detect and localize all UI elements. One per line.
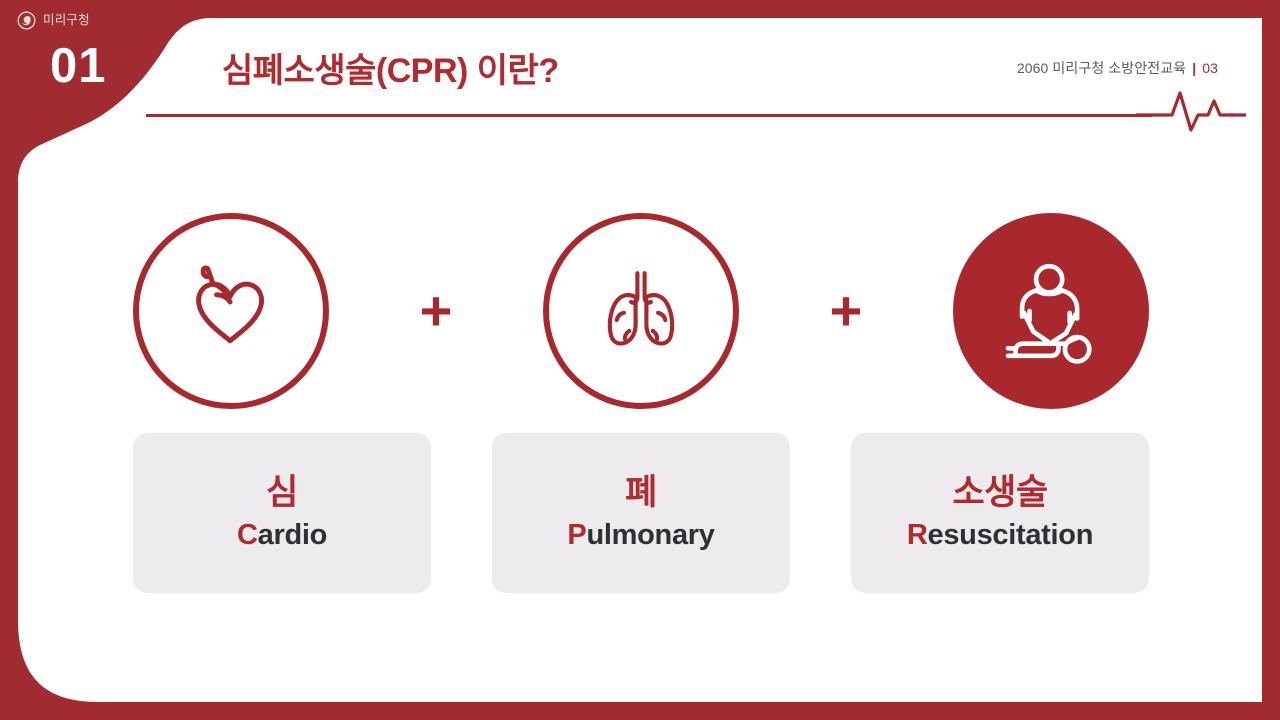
- card-english-rest: ulmonary: [586, 519, 715, 552]
- heart-icon-circle: [133, 213, 329, 409]
- card-korean-label: 폐: [625, 473, 657, 513]
- heart-outline-icon: [196, 265, 265, 344]
- header-separator: |: [1192, 60, 1197, 76]
- concept-card-resuscitation: 소생술 Resuscitation: [851, 433, 1149, 593]
- card-english-label: Cardio: [237, 520, 327, 550]
- lungs-icon-circle: [543, 213, 739, 409]
- concept-card-cardio: 심 Cardio: [133, 433, 431, 593]
- brand-logo: 미리구청: [17, 11, 90, 30]
- card-english-rest: esuscitation: [927, 519, 1094, 552]
- card-english-label: Pulmonary: [567, 520, 714, 550]
- card-english-initial: P: [567, 519, 587, 552]
- header-meta: 2060 미리구청 소방안전교육 | 03: [1017, 58, 1218, 78]
- swirl-circle-logo-icon: [17, 11, 36, 30]
- concept-card-row: 심 Cardio 폐 Pulmonary 소생술 Resuscitation: [133, 433, 1149, 593]
- concept-card-pulmonary: 폐 Pulmonary: [492, 433, 790, 593]
- brand-name: 미리구청: [43, 13, 90, 28]
- card-english-label: Resuscitation: [906, 519, 1094, 552]
- card-korean-label: 심: [266, 473, 298, 513]
- title-divider: [146, 114, 1152, 117]
- page-title: 심폐소생술(CPR) 이란?: [222, 52, 559, 90]
- section-number: 01: [50, 39, 107, 93]
- card-english-rest: ardio: [257, 519, 328, 552]
- plus-operator-2: +: [829, 279, 863, 342]
- cpr-chest-compression-icon: [1005, 263, 1092, 364]
- card-english-initial: C: [236, 519, 258, 552]
- cpr-icon-circle: [953, 213, 1149, 409]
- ecg-heartbeat-line-icon: [1136, 91, 1246, 132]
- card-english-initial: R: [906, 519, 928, 552]
- card-korean-label: 소생술: [952, 473, 1048, 513]
- page-number: 03: [1202, 60, 1218, 76]
- plus-operator-1: +: [419, 279, 453, 342]
- header-course-name: 2060 미리구청 소방안전교육: [1016, 60, 1187, 76]
- lungs-outline-icon: [607, 271, 675, 346]
- concept-icon-row: + +: [133, 205, 1149, 417]
